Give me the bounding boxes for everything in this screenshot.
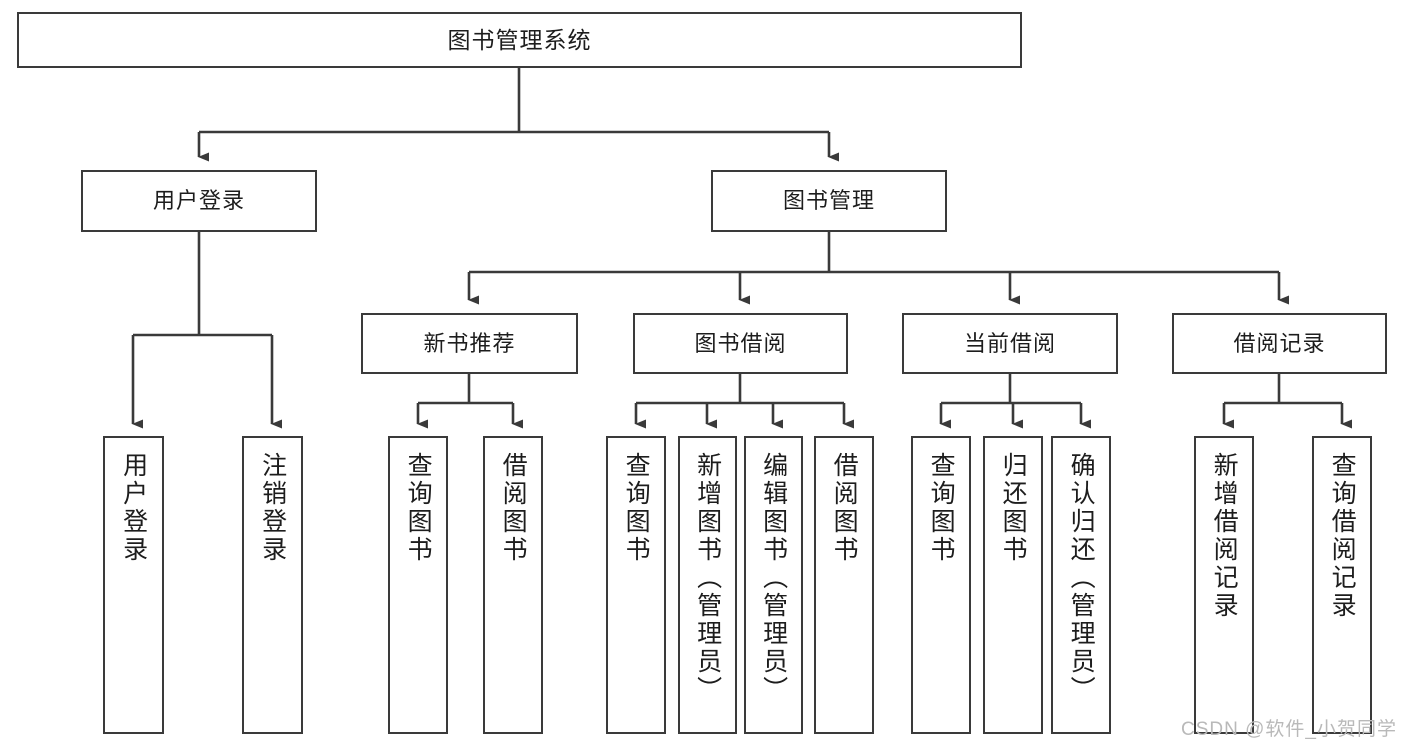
node-leaf-logout-login[interactable]: 注销登录 bbox=[242, 436, 303, 734]
node-leaf-borrow-book-1[interactable]: 借阅图书 bbox=[483, 436, 543, 734]
node-book-borrow[interactable]: 图书借阅 bbox=[633, 313, 848, 374]
node-label: 用户登录 bbox=[119, 452, 148, 564]
node-label: 图书管理 bbox=[782, 188, 875, 214]
node-leaf-return-book[interactable]: 归还图书 bbox=[983, 436, 1043, 734]
node-leaf-query-record[interactable]: 查询借阅记录 bbox=[1312, 436, 1372, 734]
node-label: 归还图书 bbox=[999, 452, 1028, 564]
node-leaf-add-record[interactable]: 新增借阅记录 bbox=[1194, 436, 1254, 734]
node-label: 注销登录 bbox=[258, 452, 287, 564]
node-label: 图书管理系统 bbox=[447, 26, 592, 53]
node-leaf-borrow-book-2[interactable]: 借阅图书 bbox=[814, 436, 874, 734]
node-leaf-query-book-3[interactable]: 查询图书 bbox=[911, 436, 971, 734]
node-leaf-edit-book[interactable]: 编辑图书（管理员） bbox=[744, 436, 803, 734]
node-user-login[interactable]: 用户登录 bbox=[81, 170, 317, 232]
node-label: 查询借阅记录 bbox=[1328, 452, 1357, 620]
node-label: 借阅记录 bbox=[1233, 330, 1326, 356]
node-label: 新增图书（管理员） bbox=[693, 452, 722, 704]
node-label: 查询图书 bbox=[927, 452, 956, 564]
node-book-manage[interactable]: 图书管理 bbox=[711, 170, 947, 232]
node-label: 图书借阅 bbox=[694, 330, 787, 356]
node-label: 借阅图书 bbox=[830, 452, 859, 564]
node-label: 借阅图书 bbox=[499, 452, 528, 564]
node-label: 查询图书 bbox=[622, 452, 651, 564]
node-root-library-system[interactable]: 图书管理系统 bbox=[17, 12, 1022, 68]
node-leaf-confirm-return[interactable]: 确认归还（管理员） bbox=[1051, 436, 1111, 734]
node-leaf-user-login[interactable]: 用户登录 bbox=[103, 436, 164, 734]
node-label: 新书推荐 bbox=[423, 330, 516, 356]
csdn-watermark: CSDN @软件_小贺同学 bbox=[1181, 719, 1397, 740]
node-new-book-recommend[interactable]: 新书推荐 bbox=[361, 313, 578, 374]
node-leaf-add-book[interactable]: 新增图书（管理员） bbox=[678, 436, 737, 734]
node-current-borrow[interactable]: 当前借阅 bbox=[902, 313, 1118, 374]
node-leaf-query-book-1[interactable]: 查询图书 bbox=[388, 436, 448, 734]
node-label: 确认归还（管理员） bbox=[1067, 452, 1096, 704]
node-leaf-query-book-2[interactable]: 查询图书 bbox=[606, 436, 666, 734]
node-label: 查询图书 bbox=[404, 452, 433, 564]
node-borrow-record[interactable]: 借阅记录 bbox=[1172, 313, 1387, 374]
node-label: 编辑图书（管理员） bbox=[759, 452, 788, 704]
node-label: 当前借阅 bbox=[963, 330, 1056, 356]
node-label: 用户登录 bbox=[152, 188, 245, 214]
node-label: 新增借阅记录 bbox=[1210, 452, 1239, 620]
